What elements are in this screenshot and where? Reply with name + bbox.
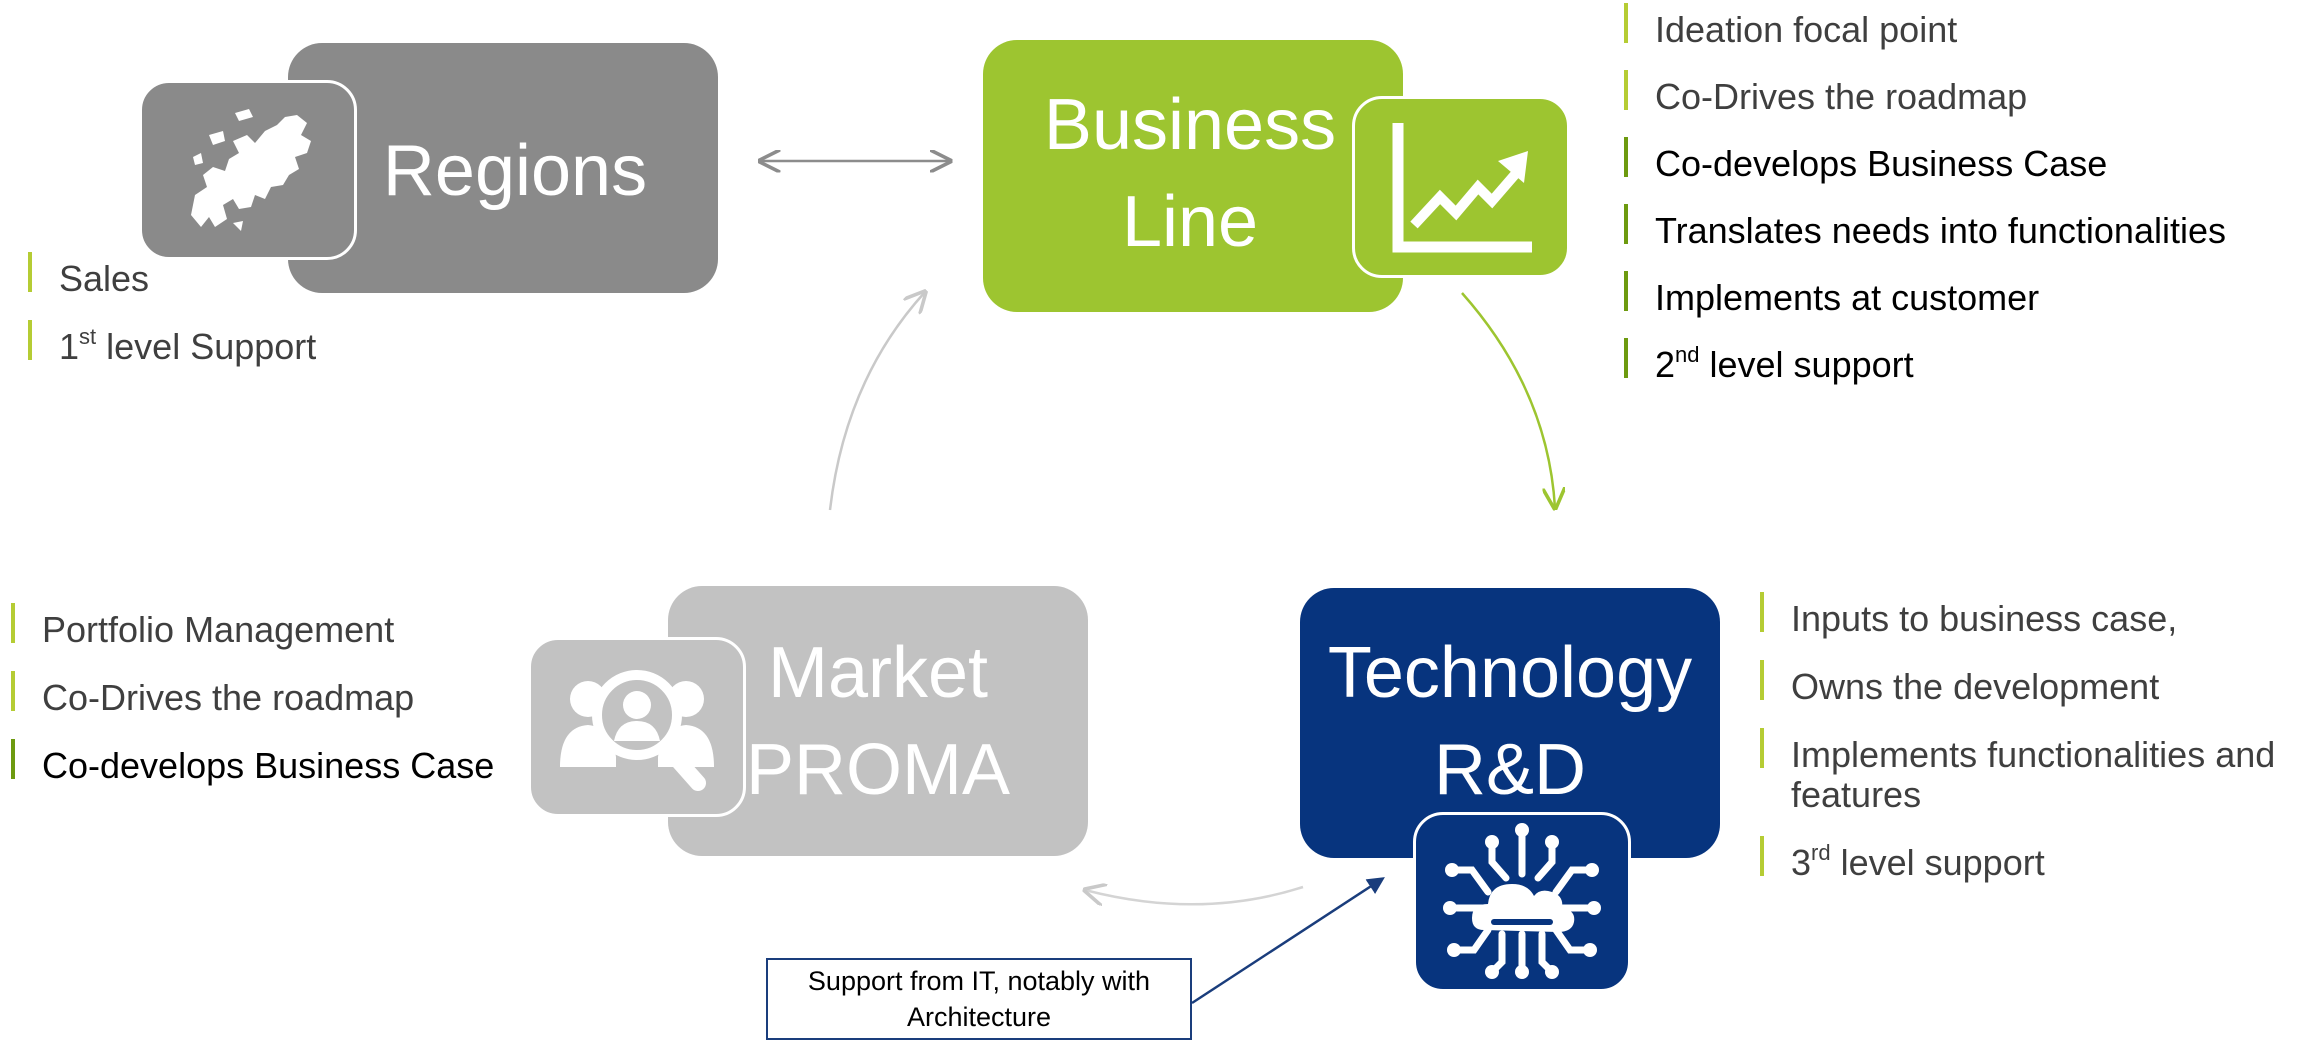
market-proma-title: Market PROMA [728,625,1028,819]
business-to-technology-arrow [1461,292,1555,508]
technology-bullet-list: Inputs to business case, Owns the develo… [1758,592,2275,883]
list-item: Translates needs into functionalities [1622,204,2226,251]
list-item: Co-Drives the roadmap [9,671,494,718]
list-item: Sales [26,252,316,299]
list-item: Portfolio Management [9,603,494,650]
list-item: Co-develops Business Case [9,739,494,786]
regions-title: Regions [382,131,648,211]
list-item: Implements at customer [1622,271,2226,318]
list-item: Owns the development [1758,660,2275,707]
business-line-icon-tile [1352,96,1570,278]
regions-box [288,43,718,293]
business-line-bullet-list: Ideation focal point Co-Drives the roadm… [1622,3,2226,385]
business-line-title: Business Line [1040,77,1340,271]
rising-chart-icon [1392,123,1532,253]
list-item: Co-Drives the roadmap [1622,70,2226,117]
list-item: 1st level Support [26,320,316,367]
market-proma-bullet-list: Portfolio Management Co-Drives the roadm… [9,603,494,786]
support-note-text: Support from IT, notably with Architectu… [807,966,1151,1032]
list-item: Ideation focal point [1622,3,2226,50]
list-item: Implements functionalities and [1758,728,2275,775]
technology-to-market-arrow [1085,887,1304,904]
market-proma-title-line2: PROMA [745,730,1011,810]
business-line-title-line1: Business [1043,85,1337,165]
list-item: 3rd level support [1758,836,2275,883]
cloud-network-icon [1443,823,1601,979]
market-to-business-arrow [828,292,925,511]
technology-title: Technology R&D [1310,625,1710,819]
europe-map-icon [191,109,311,231]
support-note-box: Support from IT, notably with Architectu… [766,958,1192,1040]
technology-title-line1: Technology [1327,633,1693,713]
technology-title-line2: R&D [1433,730,1586,810]
regions-bullet-list: Sales 1st level Support [26,252,316,367]
technology-icon-tile [1413,812,1631,992]
list-item: Inputs to business case, [1758,592,2275,639]
market-proma-title-line1: Market [767,633,989,713]
business-line-title-line2: Line [1121,182,1259,262]
market-proma-icon-tile [528,637,746,817]
people-search-icon [560,670,714,791]
list-item: 2nd level support [1622,338,2226,385]
support-to-technology-arrow [1191,877,1385,1005]
list-item: Co-develops Business Case [1622,137,2226,184]
list-item: features [1791,774,1922,815]
business-line-box [983,40,1403,312]
regions-icon-tile [139,80,357,260]
